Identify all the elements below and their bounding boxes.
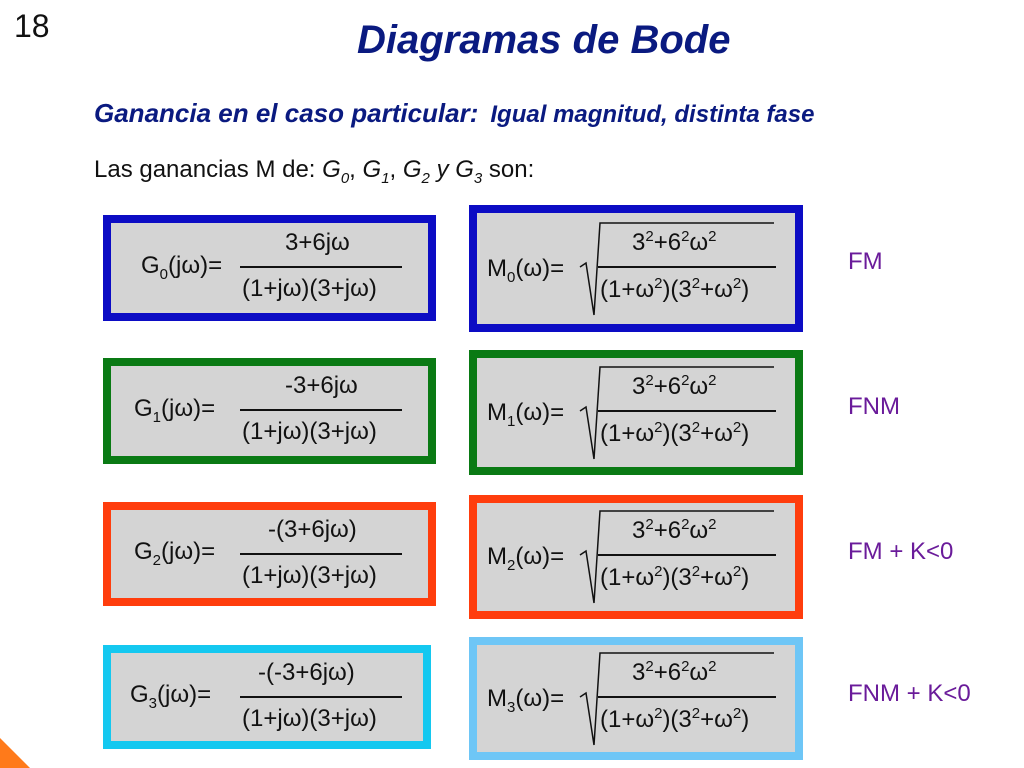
g-numerator: -(-3+6jω) bbox=[258, 659, 355, 686]
m-numerator: 32+62ω2 bbox=[632, 371, 717, 400]
m-magnitude-box bbox=[469, 350, 803, 475]
m-numerator: 32+62ω2 bbox=[632, 516, 717, 544]
phase-class-label: FM + K<0 bbox=[848, 538, 954, 565]
m-numerator: 32+62ω2 bbox=[632, 657, 717, 686]
g-numerator: 3+6jω bbox=[285, 229, 350, 256]
g-lhs: G2(jω)= bbox=[134, 538, 216, 569]
intro-suffix: son: bbox=[488, 156, 535, 183]
m-lhs: M3(ω)= bbox=[487, 684, 565, 716]
intro-text: Las ganancias M de: G0, G1, G2 y G3 son: bbox=[94, 156, 535, 187]
intro-g3: G3 bbox=[455, 156, 483, 187]
subtitle-part1: Ganancia en el caso particular: bbox=[94, 98, 479, 128]
radical-sign bbox=[579, 221, 774, 315]
m-magnitude-box bbox=[469, 637, 803, 760]
subtitle: Ganancia en el caso particular: Igual mag… bbox=[94, 98, 814, 129]
m-denominator: (1+ω2)(32+ω2) bbox=[600, 704, 750, 733]
page-title: Diagramas de Bode bbox=[357, 18, 731, 62]
m-lhs: M0(ω)= bbox=[487, 254, 565, 286]
slide-number: 18 bbox=[14, 8, 50, 44]
g-numerator: -3+6jω bbox=[285, 372, 358, 399]
radical-sign bbox=[579, 510, 774, 604]
intro-g0: G0 bbox=[322, 156, 350, 187]
m-fraction-bar bbox=[598, 265, 776, 268]
m-denominator: (1+ω2)(32+ω2) bbox=[600, 274, 750, 303]
intro-prefix: Las ganancias M de: bbox=[94, 156, 316, 183]
m-fraction-bar bbox=[598, 409, 776, 412]
g-lhs: G3(jω)= bbox=[130, 681, 212, 712]
phase-class-label: FM bbox=[848, 248, 883, 275]
m-denominator: (1+ω2)(32+ω2) bbox=[600, 418, 750, 447]
m-fraction-bar bbox=[598, 695, 776, 698]
intro-conj: y bbox=[436, 156, 449, 183]
m-magnitude-box bbox=[469, 495, 803, 619]
g-denominator: (1+jω)(3+jω) bbox=[242, 705, 377, 732]
phase-class-label: FNM + K<0 bbox=[848, 680, 971, 707]
corner-decoration bbox=[0, 738, 30, 768]
m-fraction-bar bbox=[598, 554, 776, 556]
m-numerator: 32+62ω2 bbox=[632, 227, 717, 256]
g-numerator: -(3+6jω) bbox=[268, 516, 357, 543]
g-denominator: (1+jω)(3+jω) bbox=[242, 275, 377, 302]
intro-g1: G1 bbox=[362, 156, 390, 187]
g-fraction-bar bbox=[240, 696, 402, 698]
subtitle-part2: Igual magnitud, distinta fase bbox=[490, 101, 815, 128]
g-transfer-box bbox=[103, 358, 436, 464]
phase-class-label: FNM bbox=[848, 393, 900, 420]
radical-sign bbox=[579, 651, 774, 745]
g-denominator: (1+jω)(3+jω) bbox=[242, 562, 377, 589]
g-lhs: G0(jω)= bbox=[141, 252, 223, 283]
g-fraction-bar bbox=[240, 553, 402, 555]
g-lhs: G1(jω)= bbox=[134, 395, 216, 426]
intro-g2: G2 bbox=[402, 156, 430, 187]
g-transfer-box bbox=[103, 215, 436, 321]
m-lhs: M1(ω)= bbox=[487, 398, 565, 430]
m-magnitude-box bbox=[469, 205, 803, 332]
g-fraction-bar bbox=[240, 266, 402, 268]
m-denominator: (1+ω2)(32+ω2) bbox=[600, 563, 750, 591]
radical-sign bbox=[579, 365, 774, 459]
g-fraction-bar bbox=[240, 409, 402, 411]
g-denominator: (1+jω)(3+jω) bbox=[242, 418, 377, 445]
m-lhs: M2(ω)= bbox=[487, 543, 565, 574]
